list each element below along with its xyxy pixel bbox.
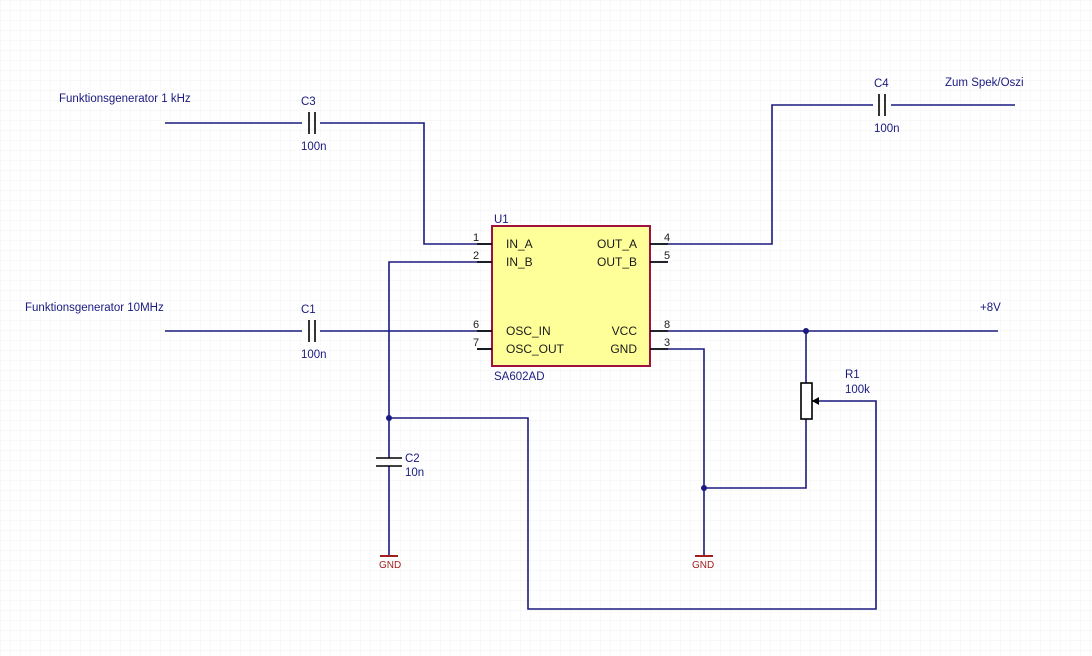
net-label-fg-1khz: Funktionsgenerator 1 kHz xyxy=(59,93,191,105)
pin-number-5: 5 xyxy=(664,250,670,262)
c1-value: 100n xyxy=(301,349,327,361)
wire-pot-gnd[interactable] xyxy=(704,419,807,489)
ic-designator: U1 xyxy=(494,214,509,226)
wiper-arrow-icon xyxy=(812,397,819,405)
c4-ref: C4 xyxy=(874,78,889,90)
c3-value: 100n xyxy=(301,141,327,153)
c2-ref: C2 xyxy=(405,453,420,465)
potentiometer-r1[interactable] xyxy=(800,382,819,420)
pin-name-osc-in: OSC_IN xyxy=(506,324,551,338)
pin-name-out-a: OUT_A xyxy=(597,237,637,251)
gnd-label-right: GND xyxy=(692,560,714,571)
c2-value: 10n xyxy=(405,467,424,479)
r1-ref: R1 xyxy=(845,369,860,381)
pin-number-4: 4 xyxy=(664,232,670,244)
pin-name-vcc: VCC xyxy=(612,324,638,338)
pin-number-8: 8 xyxy=(664,319,670,331)
junction-dot xyxy=(386,415,392,421)
capacitor-c1[interactable] xyxy=(308,320,316,342)
wire-out-a-c4[interactable] xyxy=(650,104,873,245)
pin-name-in-a: IN_A xyxy=(506,237,533,251)
junction-dot xyxy=(803,328,809,334)
junction-dot xyxy=(701,485,707,491)
pin-name-in-b: IN_B xyxy=(506,255,533,269)
pin-name-osc-out: OSC_OUT xyxy=(506,342,565,356)
net-label-fg-10mhz: Funktionsgenerator 10MHz xyxy=(25,302,164,314)
c1-ref: C1 xyxy=(301,304,316,316)
ic-part-number: SA602AD xyxy=(494,371,545,383)
net-label-8v: +8V xyxy=(980,302,1001,314)
pin-number-3: 3 xyxy=(664,337,670,349)
pin-name-gnd: GND xyxy=(610,342,637,356)
pin-number-6: 6 xyxy=(473,319,479,331)
pin-number-7: 7 xyxy=(473,337,479,349)
wire-junction-wiper[interactable] xyxy=(389,400,877,610)
gnd-label-left: GND xyxy=(379,560,401,571)
capacitor-c2[interactable] xyxy=(376,457,402,467)
capacitor-c4[interactable] xyxy=(878,94,886,116)
pin-number-1: 1 xyxy=(473,232,479,244)
ic-u1[interactable] xyxy=(477,225,668,367)
c4-value: 100n xyxy=(874,123,900,135)
wire-c3-in-a[interactable] xyxy=(320,122,492,245)
capacitor-c3[interactable] xyxy=(308,112,316,134)
r1-value: 100k xyxy=(845,384,870,396)
wire-in-b-c2[interactable] xyxy=(388,261,492,458)
pin-number-2: 2 xyxy=(473,250,479,262)
c3-ref: C3 xyxy=(301,96,316,108)
net-label-output: Zum Spek/Oszi xyxy=(945,77,1024,89)
pin-name-out-b: OUT_B xyxy=(597,255,637,269)
